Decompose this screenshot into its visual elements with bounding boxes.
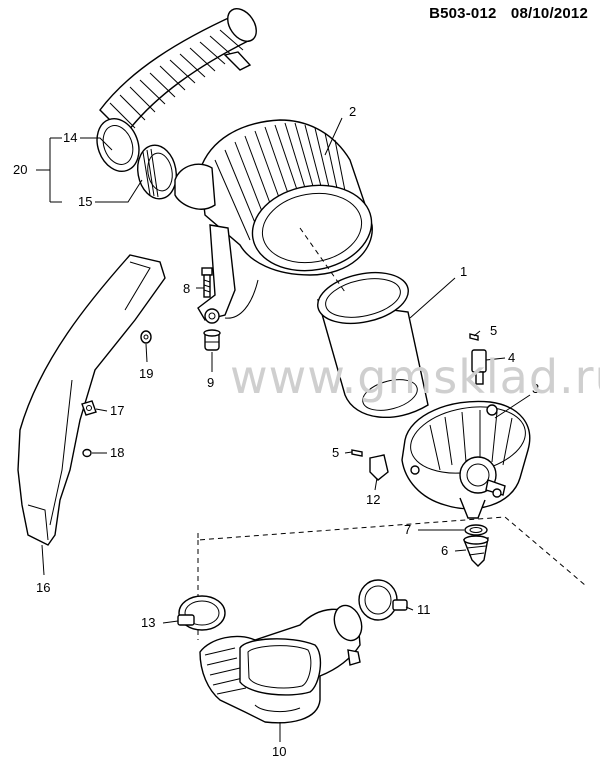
callout-8: 8 [183,281,190,296]
callout-4: 4 [508,350,515,365]
callout-11: 11 [417,602,431,617]
nut-part-18[interactable] [82,448,92,458]
callout-2: 2 [349,104,356,119]
bolt-part-8[interactable] [201,267,213,298]
callout-6: 6 [441,543,448,558]
callout-9: 9 [207,375,214,390]
o-ring-part-7[interactable] [464,524,488,536]
screw-part-5-lower[interactable] [351,449,363,457]
callout-5-upper: 5 [490,323,497,338]
callout-10: 10 [272,744,286,759]
sensor-part-12[interactable] [369,454,389,481]
screw-part-5-upper[interactable] [469,333,479,341]
air-cleaner-cover-part-3[interactable] [401,398,531,519]
filter-element-part-1[interactable] [313,265,429,418]
callout-16: 16 [36,580,50,595]
callout-1: 1 [460,264,467,279]
watermark: www.gmsklad.ru [230,350,600,404]
callout-20: 20 [13,162,27,177]
callout-5-lower: 5 [332,445,339,460]
callout-14: 14 [63,130,77,145]
nut-part-19[interactable] [140,330,152,344]
diagram-code: B503-012 [429,5,497,22]
callout-3: 3 [532,381,539,396]
callout-19: 19 [139,366,153,381]
leader-lines [41,117,531,742]
callout-7: 7 [404,522,411,537]
air-cleaner-housing-part-2[interactable] [174,119,378,324]
clamp-ring-part-15[interactable] [134,142,181,202]
diagram-date: 08/10/2012 [510,5,588,22]
callout-17: 17 [110,403,124,418]
callout-12: 12 [366,492,380,507]
callout-labels: 1 2 3 4 5 5 6 7 8 9 10 11 12 13 14 15 16… [13,104,539,759]
sensor-part-4[interactable] [471,349,487,385]
callout-18: 18 [110,445,124,460]
deflector-shield-part-16[interactable] [17,254,166,546]
clip-part-17[interactable] [81,400,97,416]
hose-clamp-part-11[interactable] [358,579,408,621]
hose-clamp-part-13[interactable] [177,595,226,631]
drain-valve-part-6[interactable] [462,535,489,567]
intake-duct-part-14[interactable] [90,3,262,177]
diagram-header: B503-012 08/10/2012 [429,5,588,22]
grommet-part-9[interactable] [203,329,221,351]
outlet-duct-part-10[interactable] [199,602,366,724]
callout-13: 13 [141,615,155,630]
callout-15: 15 [78,194,92,209]
